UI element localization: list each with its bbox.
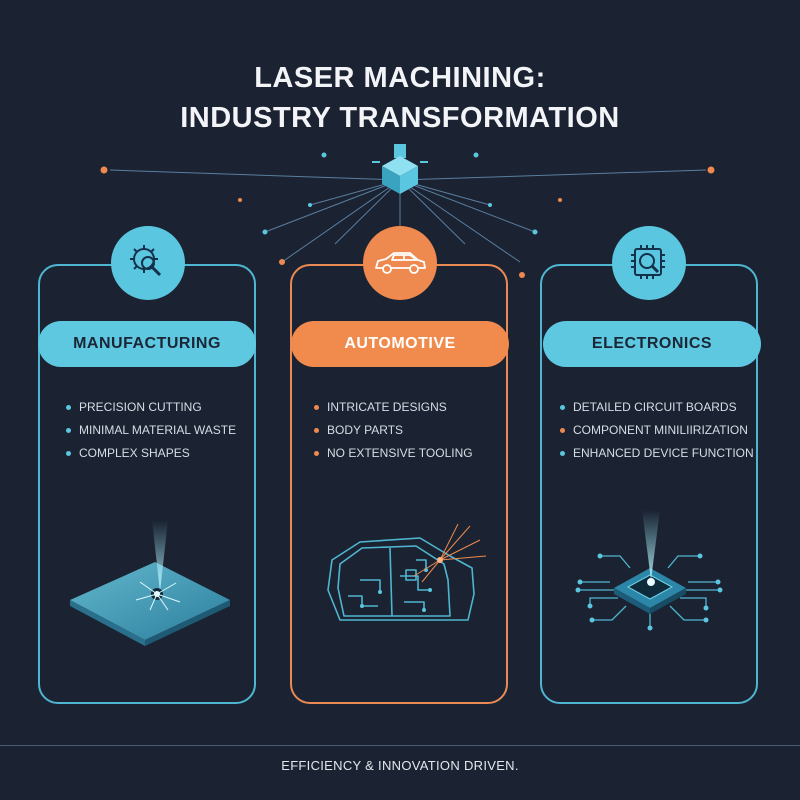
list-item: DETAILED CIRCUIT BOARDS: [560, 396, 754, 419]
bullet-dot: [314, 451, 319, 456]
bullet-dot: [66, 405, 71, 410]
bullet-text: BODY PARTS: [327, 423, 404, 437]
list-item: COMPONENT MINILIIRIZATION: [560, 419, 754, 442]
bullet-dot: [560, 451, 565, 456]
bullet-text: INTRICATE DESIGNS: [327, 400, 447, 414]
bullet-dot: [314, 428, 319, 433]
bullet-dot: [66, 451, 71, 456]
automotive-label: AUTOMOTIVE: [291, 321, 509, 367]
title-line-1: LASER MACHINING:: [254, 62, 546, 94]
bullet-text: COMPLEX SHAPES: [79, 446, 190, 460]
title-line-2: INDUSTRY TRANSFORMATION: [180, 102, 620, 134]
bullet-text: NO EXTENSIVE TOOLING: [327, 446, 473, 460]
bullet-text: MINIMAL MATERIAL WASTE: [79, 423, 237, 437]
page-title: LASER MACHINING: INDUSTRY TRANSFORMATION: [0, 58, 800, 138]
list-item: BODY PARTS: [314, 419, 473, 442]
automotive-bullet-list: INTRICATE DESIGNS BODY PARTS NO EXTENSIV…: [314, 396, 473, 465]
car-body-circuit-illustration: [327, 523, 487, 621]
laser-cutting-plate-illustration: [70, 520, 230, 646]
footer-divider: [0, 745, 800, 746]
electronics-bullet-list: DETAILED CIRCUIT BOARDS COMPONENT MINILI…: [560, 396, 754, 465]
bullet-text: COMPONENT MINILIIRIZATION: [573, 423, 748, 437]
bullet-dot: [560, 428, 565, 433]
bullet-dot: [66, 428, 71, 433]
list-item: ENHANCED DEVICE FUNCTION: [560, 442, 754, 465]
bullet-dot: [560, 405, 565, 410]
laser-emitter-network: [100, 144, 715, 278]
car-icon: [363, 226, 437, 300]
bullet-dot: [314, 405, 319, 410]
laser-emitter-icon: [372, 144, 428, 194]
bullet-text: DETAILED CIRCUIT BOARDS: [573, 400, 737, 414]
list-item: NO EXTENSIVE TOOLING: [314, 442, 473, 465]
bullet-text: PRECISION CUTTING: [79, 400, 202, 414]
manufacturing-bullet-list: PRECISION CUTTING MINIMAL MATERIAL WASTE…: [66, 396, 236, 465]
list-item: PRECISION CUTTING: [66, 396, 236, 419]
chip-search-icon: [612, 226, 686, 300]
circuit-chip-illustration: [575, 510, 723, 631]
bullet-text: ENHANCED DEVICE FUNCTION: [573, 446, 754, 460]
list-item: INTRICATE DESIGNS: [314, 396, 473, 419]
electronics-label: ELECTRONICS: [543, 321, 761, 367]
list-item: COMPLEX SHAPES: [66, 442, 236, 465]
footer-tagline: EFFICIENCY & INNOVATION DRIVEN.: [281, 758, 519, 773]
gear-search-icon: [111, 226, 185, 300]
manufacturing-label: MANUFACTURING: [38, 321, 256, 367]
list-item: MINIMAL MATERIAL WASTE: [66, 419, 236, 442]
